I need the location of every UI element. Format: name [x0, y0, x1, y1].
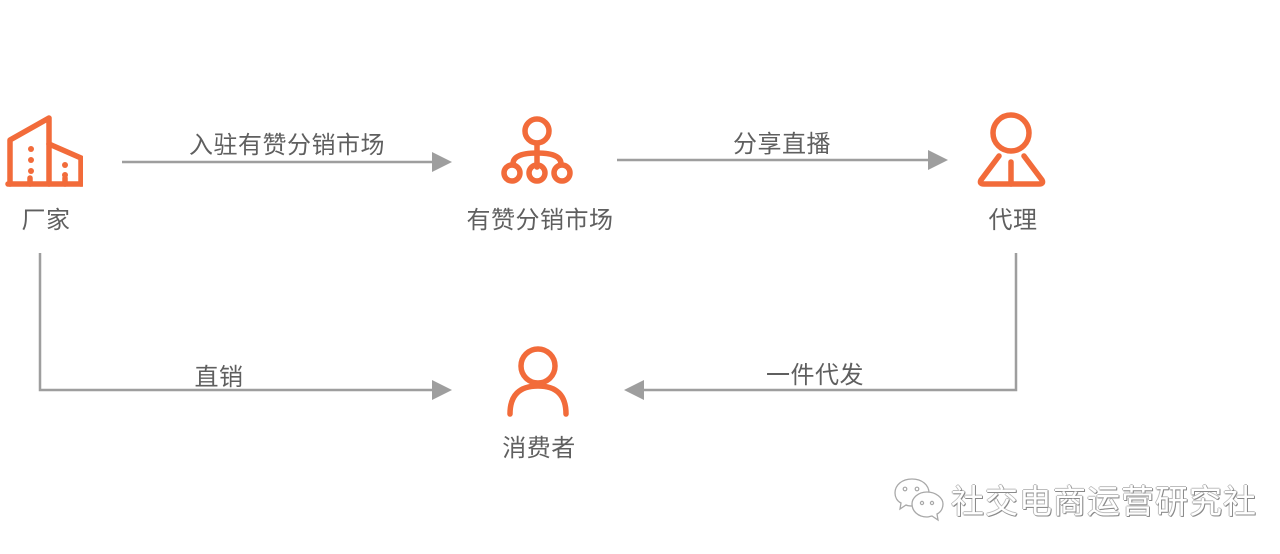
- node-label-distribution-market: 有赞分销市场: [466, 206, 614, 234]
- watermark: 社交电商运营研究社: [893, 474, 1257, 524]
- building-icon: [5, 115, 83, 187]
- watermark-text: 社交电商运营研究社: [951, 482, 1257, 521]
- wechat-icon: [894, 478, 944, 522]
- node-label-agent: 代理: [988, 206, 1038, 234]
- user-icon: [507, 346, 569, 417]
- distribution-network-icon: [501, 116, 573, 184]
- edge-label-share-live: 分享直播: [733, 130, 831, 158]
- arrowhead-right: [432, 380, 452, 400]
- edge-manufacturer-to-consumer: [38, 253, 452, 400]
- arrowhead-right: [432, 152, 452, 172]
- edge-manufacturer-to-market: [122, 152, 452, 172]
- edge-label-join-market: 入驻有赞分销市场: [189, 131, 385, 159]
- node-label-consumer: 消费者: [502, 434, 576, 462]
- edge-market-to-agent: [617, 150, 948, 170]
- edge-line: [38, 253, 436, 392]
- arrowhead-right: [928, 150, 948, 170]
- arrowhead-left: [624, 380, 644, 400]
- agent-person-icon: [977, 112, 1046, 187]
- edge-label-direct-sales: 直销: [194, 363, 244, 391]
- edge-agent-to-consumer: [624, 253, 1018, 400]
- edge-label-dropshipping: 一件代发: [766, 361, 864, 389]
- edge-line: [640, 253, 1018, 392]
- node-label-manufacturer: 厂家: [21, 206, 71, 234]
